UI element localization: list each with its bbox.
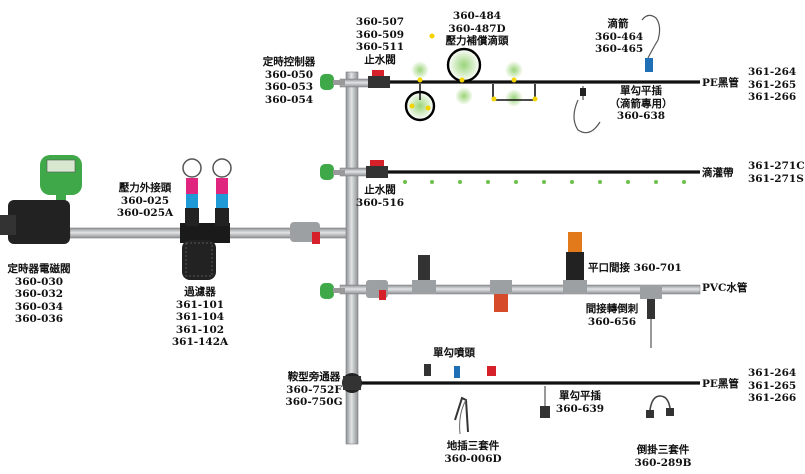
stop-valve-top-label: 360-507 360-509 360-511 止水閥 bbox=[355, 16, 405, 66]
dripper-graphic bbox=[641, 14, 661, 72]
solenoid-valve-graphic bbox=[0, 155, 82, 244]
uniform-insert-top-graphic bbox=[573, 86, 601, 134]
dripper-label: 滴箭 360-464 360-465 bbox=[595, 18, 644, 55]
pe-pipe-bottom-name: PE黑管 bbox=[702, 378, 739, 390]
pressure-gauges-graphic bbox=[182, 158, 232, 226]
controller-valve-label: 定時器電磁閥 360-030 360-032 360-034 360-036 bbox=[7, 263, 71, 325]
saddle-label: 鞍型旁通器 360-752F 360-750G bbox=[285, 371, 343, 408]
filter-graphic bbox=[180, 223, 230, 280]
pc-dripper-label: 360-484 360-487D 壓力補償滴頭 bbox=[445, 10, 509, 47]
pe-pipe-top-codes: 361-264 361-265 361-266 bbox=[748, 66, 797, 103]
ball-valve-pvc bbox=[366, 280, 388, 300]
drip-tape-codes: 361-271C 361-271S bbox=[748, 160, 805, 185]
nozzle-label: 單勾噴頭 bbox=[433, 347, 475, 359]
uniform-insert-bottom-label: 單勾平插 360-639 bbox=[555, 390, 605, 415]
stop-valve-top-graphic bbox=[368, 70, 390, 88]
pvc-pipe-label: PVC水管 bbox=[702, 282, 748, 294]
emitter-dots bbox=[409, 33, 538, 111]
pe-pipe-top-name: PE黑管 bbox=[702, 77, 739, 89]
stop-valve-mid-label: 止水閥 360-516 bbox=[355, 184, 405, 209]
adapter-label: 間接轉倒刺 360-656 bbox=[585, 303, 639, 328]
timer-controller-low bbox=[320, 283, 345, 299]
timer-controller-mid bbox=[320, 164, 345, 180]
filter-label: 過濾器 361-101 361-104 361-102 361-142A bbox=[171, 286, 229, 348]
ball-valve-main bbox=[290, 222, 320, 244]
flat-mouth-label: 平口間接 360-701 bbox=[588, 262, 682, 274]
drip-tape-name: 滴灌帶 bbox=[702, 167, 734, 179]
saddle-graphic bbox=[342, 373, 362, 393]
gauge-label: 壓力外接頭 360-025 360-025A bbox=[116, 182, 174, 219]
pc-dripper-sprays bbox=[404, 47, 536, 122]
ground-kit-graphic bbox=[454, 396, 469, 435]
drip-tape-emitters bbox=[403, 180, 686, 184]
pvc-fittings bbox=[412, 232, 662, 348]
stop-valve-mid-graphic bbox=[366, 160, 388, 178]
hang-kit-label: 倒掛三套件 360-289B bbox=[634, 444, 692, 469]
uniform-insert-bottom-graphic bbox=[540, 386, 550, 418]
timer-label: 定時控制器 360-050 360-053 360-054 bbox=[262, 56, 316, 106]
timer-controller-top bbox=[320, 74, 345, 90]
pe-pipe-bottom-codes: 361-264 361-265 361-266 bbox=[748, 367, 797, 404]
uniform-insert-top-label: 單勾平插 （滴箭專用） 360-638 bbox=[609, 85, 673, 122]
nozzle-graphics bbox=[424, 364, 496, 378]
ground-kit-label: 地插三套件 360-006D bbox=[444, 440, 502, 465]
main-riser-pipe bbox=[345, 71, 359, 445]
hang-kit-graphic bbox=[646, 395, 674, 418]
